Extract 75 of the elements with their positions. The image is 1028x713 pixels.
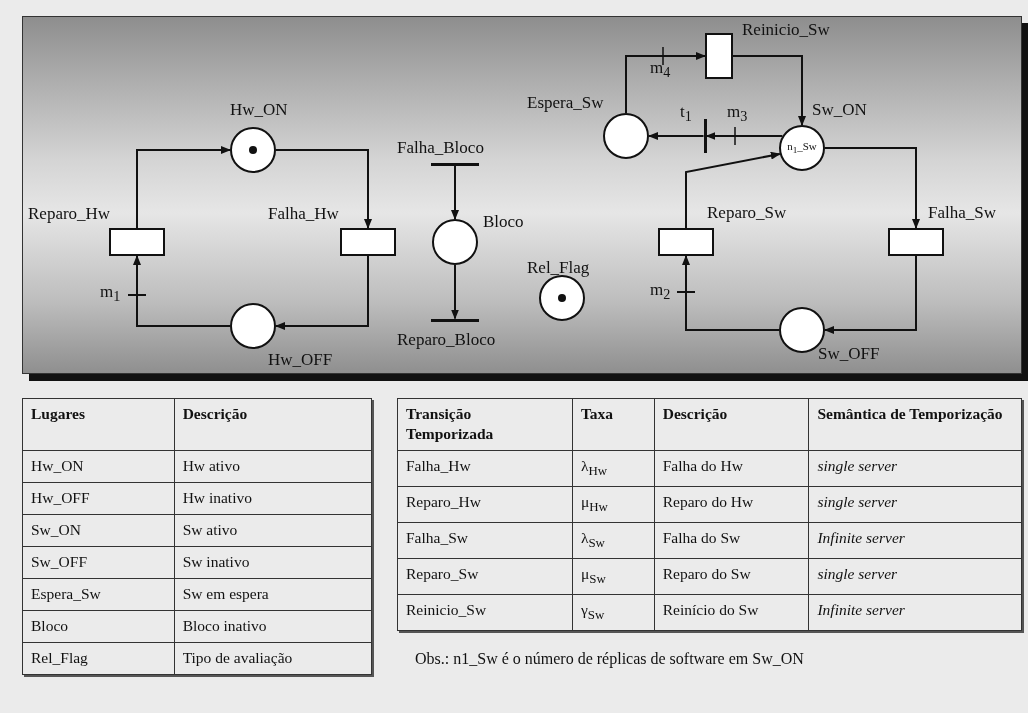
- arc-arrow: [648, 132, 705, 140]
- column-header: Lugares: [22, 398, 175, 451]
- table-value: Reparo do Sw: [654, 558, 809, 595]
- arc-arrow: [824, 255, 917, 334]
- column-header: Semântica de Temporização: [808, 398, 1022, 451]
- node-label: Reparo_Hw: [28, 204, 111, 224]
- arc-arrow: [451, 164, 459, 220]
- table-value: Rel_Flag: [22, 642, 175, 675]
- note-text: Obs.: n1_Sw é o número de réplicas de software em Sw_ON: [415, 650, 804, 668]
- node-label: Reparo_Bloco: [397, 330, 496, 350]
- table-value: single server: [808, 486, 1022, 523]
- arc-arrow: [451, 264, 459, 320]
- node-label: Rel_Flag: [527, 258, 590, 278]
- arc-arrow: [133, 255, 231, 327]
- table-value: Reinicio_Sw: [397, 594, 573, 631]
- node-label: Sw_ON: [812, 100, 867, 120]
- table-value: Hw_ON: [22, 450, 175, 483]
- node-label: Bloco: [483, 212, 524, 232]
- arc-arrow: [732, 55, 806, 126]
- arc-arrow: [275, 149, 372, 229]
- arc-arrow: [625, 52, 706, 114]
- table-value: μ$_{Sw}$: [572, 558, 655, 595]
- place-marking: n$_{1}$_Sw: [786, 139, 818, 157]
- arc-arrow: [682, 255, 780, 331]
- table-value: Falha do Sw: [654, 522, 809, 559]
- arc-arrow: [136, 146, 231, 229]
- table-value: Bloco inativo: [174, 610, 372, 643]
- column-header: Descrição: [174, 398, 372, 451]
- table-value: λ$_{Hw}$: [572, 450, 655, 487]
- table-value: Sw inativo: [174, 546, 372, 579]
- edge-label: m$_{2}$: [650, 280, 671, 305]
- column-header: Descrição: [654, 398, 809, 451]
- table-value: μ$_{Hw}$: [572, 486, 655, 523]
- table-value: Hw_OFF: [22, 482, 175, 515]
- table-value: Bloco: [22, 610, 175, 643]
- table-value: Sw_OFF: [22, 546, 175, 579]
- table-value: γ$_{Sw}$: [572, 594, 655, 631]
- table-value: Hw ativo: [174, 450, 372, 483]
- table-value: Sw_ON: [22, 514, 175, 547]
- table-value: λ$_{Sw}$: [572, 522, 655, 559]
- table-value: Falha_Hw: [397, 450, 573, 487]
- table-value: Reinício do Sw: [654, 594, 809, 631]
- table-value: Sw ativo: [174, 514, 372, 547]
- table-value: Infinite server: [808, 594, 1022, 631]
- column-header: Transição Temporizada: [397, 398, 573, 451]
- node-label: Hw_OFF: [268, 350, 333, 370]
- table-value: Falha do Hw: [654, 450, 809, 487]
- table-value: Sw em espera: [174, 578, 372, 611]
- node-label: Falha_Bloco: [397, 138, 484, 158]
- table-value: Tipo de avaliação: [174, 642, 372, 675]
- table-value: Reparo do Hw: [654, 486, 809, 523]
- edge-label: m$_{1}$: [100, 282, 121, 307]
- edge-label: m$_{4}$: [650, 58, 671, 83]
- arc-arrow: [685, 151, 781, 229]
- edge-label: m$_{3}$: [727, 102, 748, 127]
- node-label: t$_{1}$: [680, 102, 692, 127]
- arc-arrow: [824, 147, 920, 229]
- table-value: single server: [808, 558, 1022, 595]
- table-value: Reparo_Sw: [397, 558, 573, 595]
- node-label: Reparo_Sw: [707, 203, 787, 223]
- table-value: single server: [808, 450, 1022, 487]
- table-value: Espera_Sw: [22, 578, 175, 611]
- node-label: Espera_Sw: [527, 93, 604, 113]
- table-value: Reparo_Hw: [397, 486, 573, 523]
- table-value: Infinite server: [808, 522, 1022, 559]
- arc-arrow: [275, 255, 369, 330]
- node-label: Falha_Sw: [928, 203, 996, 223]
- column-header: Taxa: [572, 398, 655, 451]
- table-value: Hw inativo: [174, 482, 372, 515]
- table-value: Falha_Sw: [397, 522, 573, 559]
- node-label: Falha_Hw: [268, 204, 339, 224]
- node-label: Sw_OFF: [818, 344, 880, 364]
- arc-arrow: [705, 132, 784, 140]
- node-label: Hw_ON: [230, 100, 288, 120]
- node-label: Reinicio_Sw: [742, 20, 830, 40]
